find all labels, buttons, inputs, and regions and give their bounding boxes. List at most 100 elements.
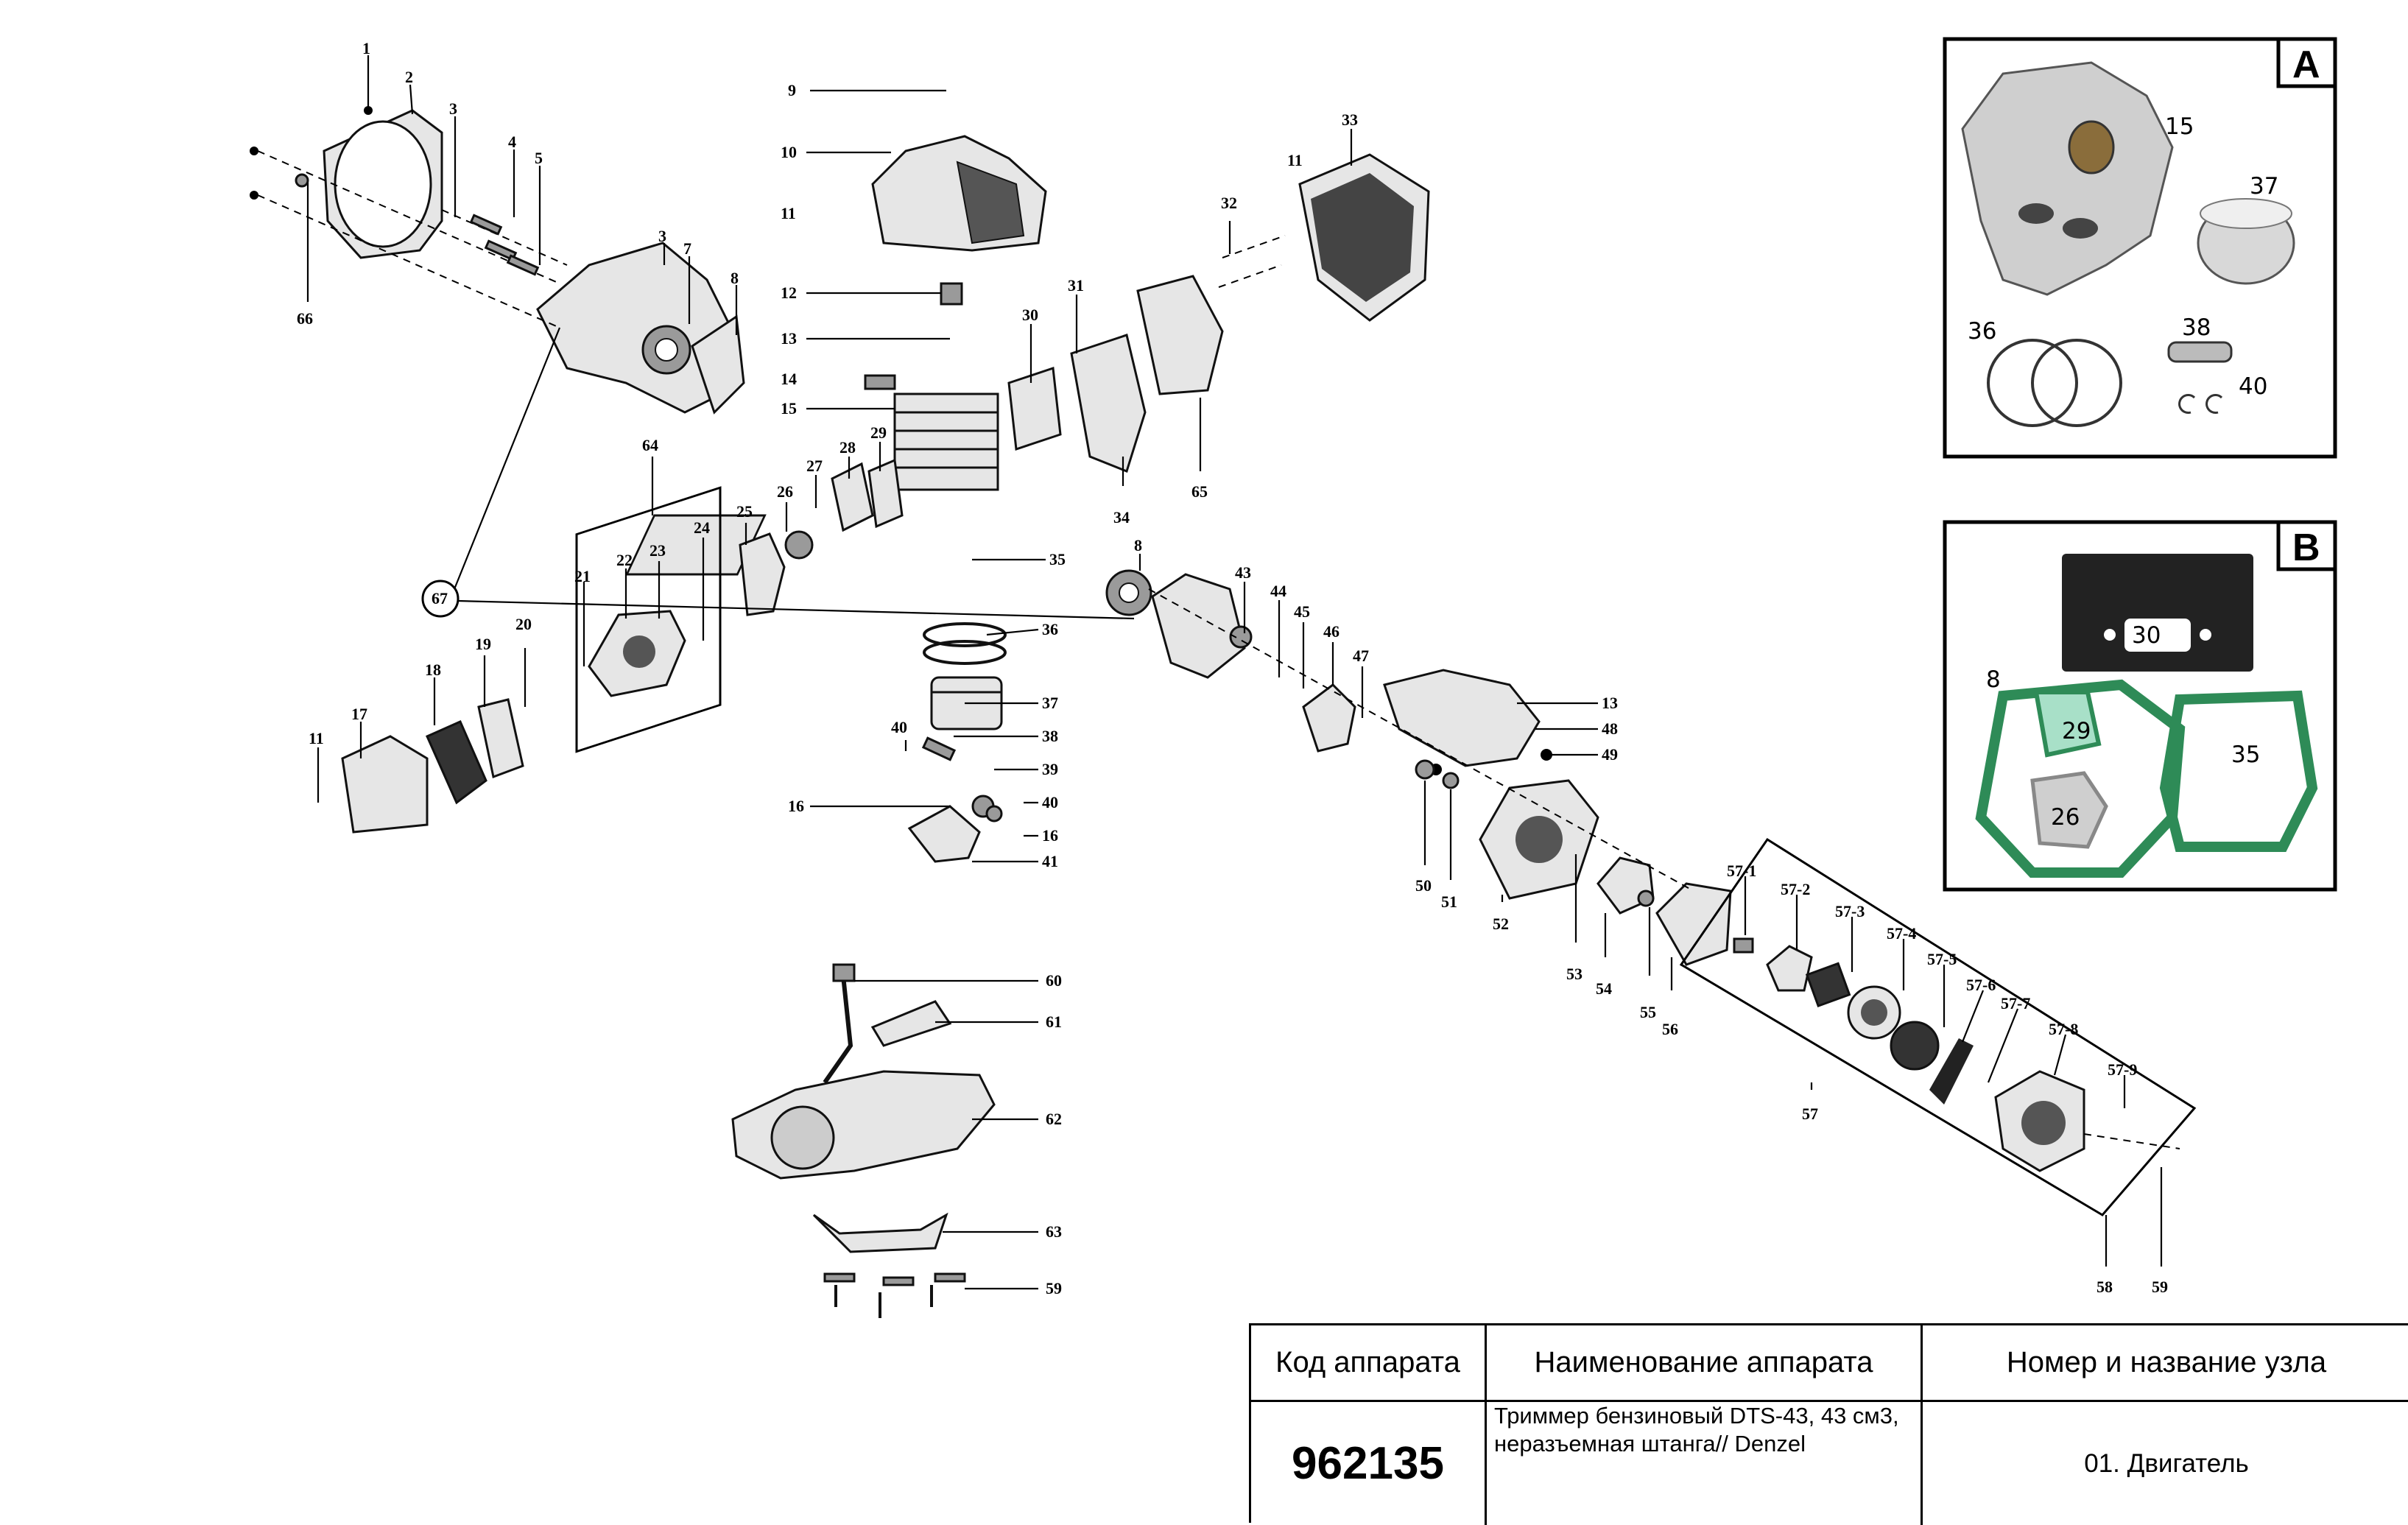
inset-ring-2 [2031, 339, 2122, 427]
inset-cylinder [1961, 61, 2174, 296]
inset-a: A 15 37 36 38 40 [1943, 37, 2337, 459]
label-2: 2 [405, 68, 413, 86]
label-25: 25 [736, 502, 753, 521]
label-54: 54 [1596, 979, 1612, 998]
label-40b: 40 [1042, 793, 1058, 811]
label-34: 34 [1113, 508, 1130, 526]
crankshaft-16 [907, 805, 981, 863]
starter-pulley-57-2 [1766, 945, 1813, 992]
label-56: 56 [1662, 1020, 1678, 1038]
crankcase-gasket [691, 314, 745, 415]
label-12: 12 [781, 283, 797, 302]
label-40a: 40 [891, 718, 907, 736]
label-59a: 59 [2152, 1278, 2168, 1296]
inset-pin [2167, 341, 2233, 363]
label-9: 9 [788, 81, 796, 99]
tank-mount-63 [812, 1212, 948, 1253]
inset-a-label-36: 36 [1968, 318, 1996, 345]
inset-b-letter: B [2292, 526, 2320, 569]
inset-clips [2178, 394, 2223, 414]
label-39: 39 [1042, 760, 1058, 778]
label-17: 17 [351, 705, 367, 723]
label-49: 49 [1602, 745, 1618, 764]
inset-ring-1 [1987, 339, 2078, 427]
label-23: 23 [649, 541, 666, 560]
inset-gasket-26 [2030, 771, 2108, 849]
label-29: 29 [870, 423, 887, 442]
carburetor-25 [739, 532, 786, 616]
flywheel-46 [1302, 683, 1356, 753]
label-57-3: 57-3 [1835, 902, 1865, 920]
filter-element-18 [426, 720, 487, 805]
label-58: 58 [2097, 1278, 2113, 1296]
cover-plate-56 [1655, 882, 1732, 966]
label-50: 50 [1415, 876, 1432, 895]
inset-gasket-8 [1975, 679, 2186, 878]
label-24: 24 [694, 518, 710, 537]
label-41: 41 [1042, 852, 1058, 870]
inset-a-letter: A [2292, 43, 2320, 86]
label-65: 65 [1191, 482, 1208, 501]
label-8b: 8 [1134, 536, 1142, 554]
label-13b: 13 [1602, 694, 1618, 712]
starter-frame [1679, 837, 2197, 1216]
inset-a-label-40: 40 [2239, 373, 2267, 400]
inset-a-label-15: 15 [2165, 113, 2194, 140]
header-node: Номер и название узла [1923, 1325, 2408, 1402]
spring-57-3 [1805, 962, 1851, 1008]
label-36: 36 [1042, 620, 1058, 638]
inset-b-label-30: 30 [2132, 622, 2161, 649]
label-19: 19 [475, 635, 491, 653]
intake-28 [831, 462, 874, 532]
device-description-line2: неразъемная штанга// Denzel [1494, 1431, 1806, 1457]
inset-a-label-37: 37 [2250, 173, 2278, 200]
label-43: 43 [1235, 563, 1251, 582]
label-51: 51 [1441, 892, 1457, 911]
muffler-shield-65 [1136, 275, 1224, 395]
ignition-clutch-group: 8 43 44 45 46 47 13 48 49 50 51 52 53 54… [1105, 536, 1732, 1038]
label-63: 63 [1046, 1222, 1062, 1241]
tank-filler-cap [770, 1105, 835, 1170]
label-3b: 3 [658, 227, 666, 245]
label-16b: 16 [1042, 826, 1058, 845]
label-64: 64 [642, 436, 658, 454]
piston-crank-group: 36 37 38 40 39 40 16 16 41 [788, 620, 1058, 870]
label-57-7: 57-7 [2001, 994, 2030, 1012]
label-57-1: 57-1 [1727, 862, 1756, 880]
label-60: 60 [1046, 971, 1062, 990]
inset-a-label-38: 38 [2182, 314, 2211, 341]
device-code: 962135 [1251, 1402, 1487, 1525]
device-description: Триммер бензиновый DTS-43, 43 см3, нераз… [1487, 1402, 1923, 1525]
label-1: 1 [362, 39, 370, 57]
node-name: 01. Двигатель [2084, 1448, 2249, 1478]
label-30: 30 [1022, 306, 1038, 324]
inset-gasket-35 [2159, 690, 2318, 852]
label-61: 61 [1046, 1012, 1062, 1031]
crankcase-half [1151, 573, 1246, 679]
inset-b: B 30 8 29 35 26 [1943, 520, 2337, 892]
label-5: 5 [535, 149, 543, 167]
label-32: 32 [1221, 194, 1237, 212]
cylinder-group: 9 10 11 12 13 14 15 30 31 32 11 33 65 34… [625, 81, 1430, 616]
label-45: 45 [1294, 602, 1310, 621]
label-16a: 16 [788, 797, 804, 815]
reel-57-5 [1890, 1021, 1940, 1071]
air-filter-group: 64 21 22 23 24 20 19 18 17 11 67 [309, 327, 1135, 834]
fuel-line-60 [823, 975, 853, 1084]
title-block: Код аппарата Наименование аппарата Номер… [1249, 1323, 2408, 1525]
label-15: 15 [781, 399, 797, 418]
label-53: 53 [1566, 965, 1583, 983]
fuel-tank-group: 60 61 62 63 59 [731, 963, 1062, 1318]
label-33: 33 [1342, 110, 1358, 129]
crankcase-screws [250, 106, 568, 328]
label-8: 8 [731, 269, 739, 287]
label-13a: 13 [781, 329, 797, 348]
label-57: 57 [1802, 1105, 1818, 1123]
label-44: 44 [1270, 582, 1286, 600]
fuel-tank-62 [731, 1070, 996, 1180]
label-55: 55 [1640, 1003, 1656, 1021]
header-code: Код аппарата [1251, 1325, 1487, 1402]
spacer-12 [940, 282, 963, 306]
muffler-gasket-30 [1007, 366, 1062, 451]
